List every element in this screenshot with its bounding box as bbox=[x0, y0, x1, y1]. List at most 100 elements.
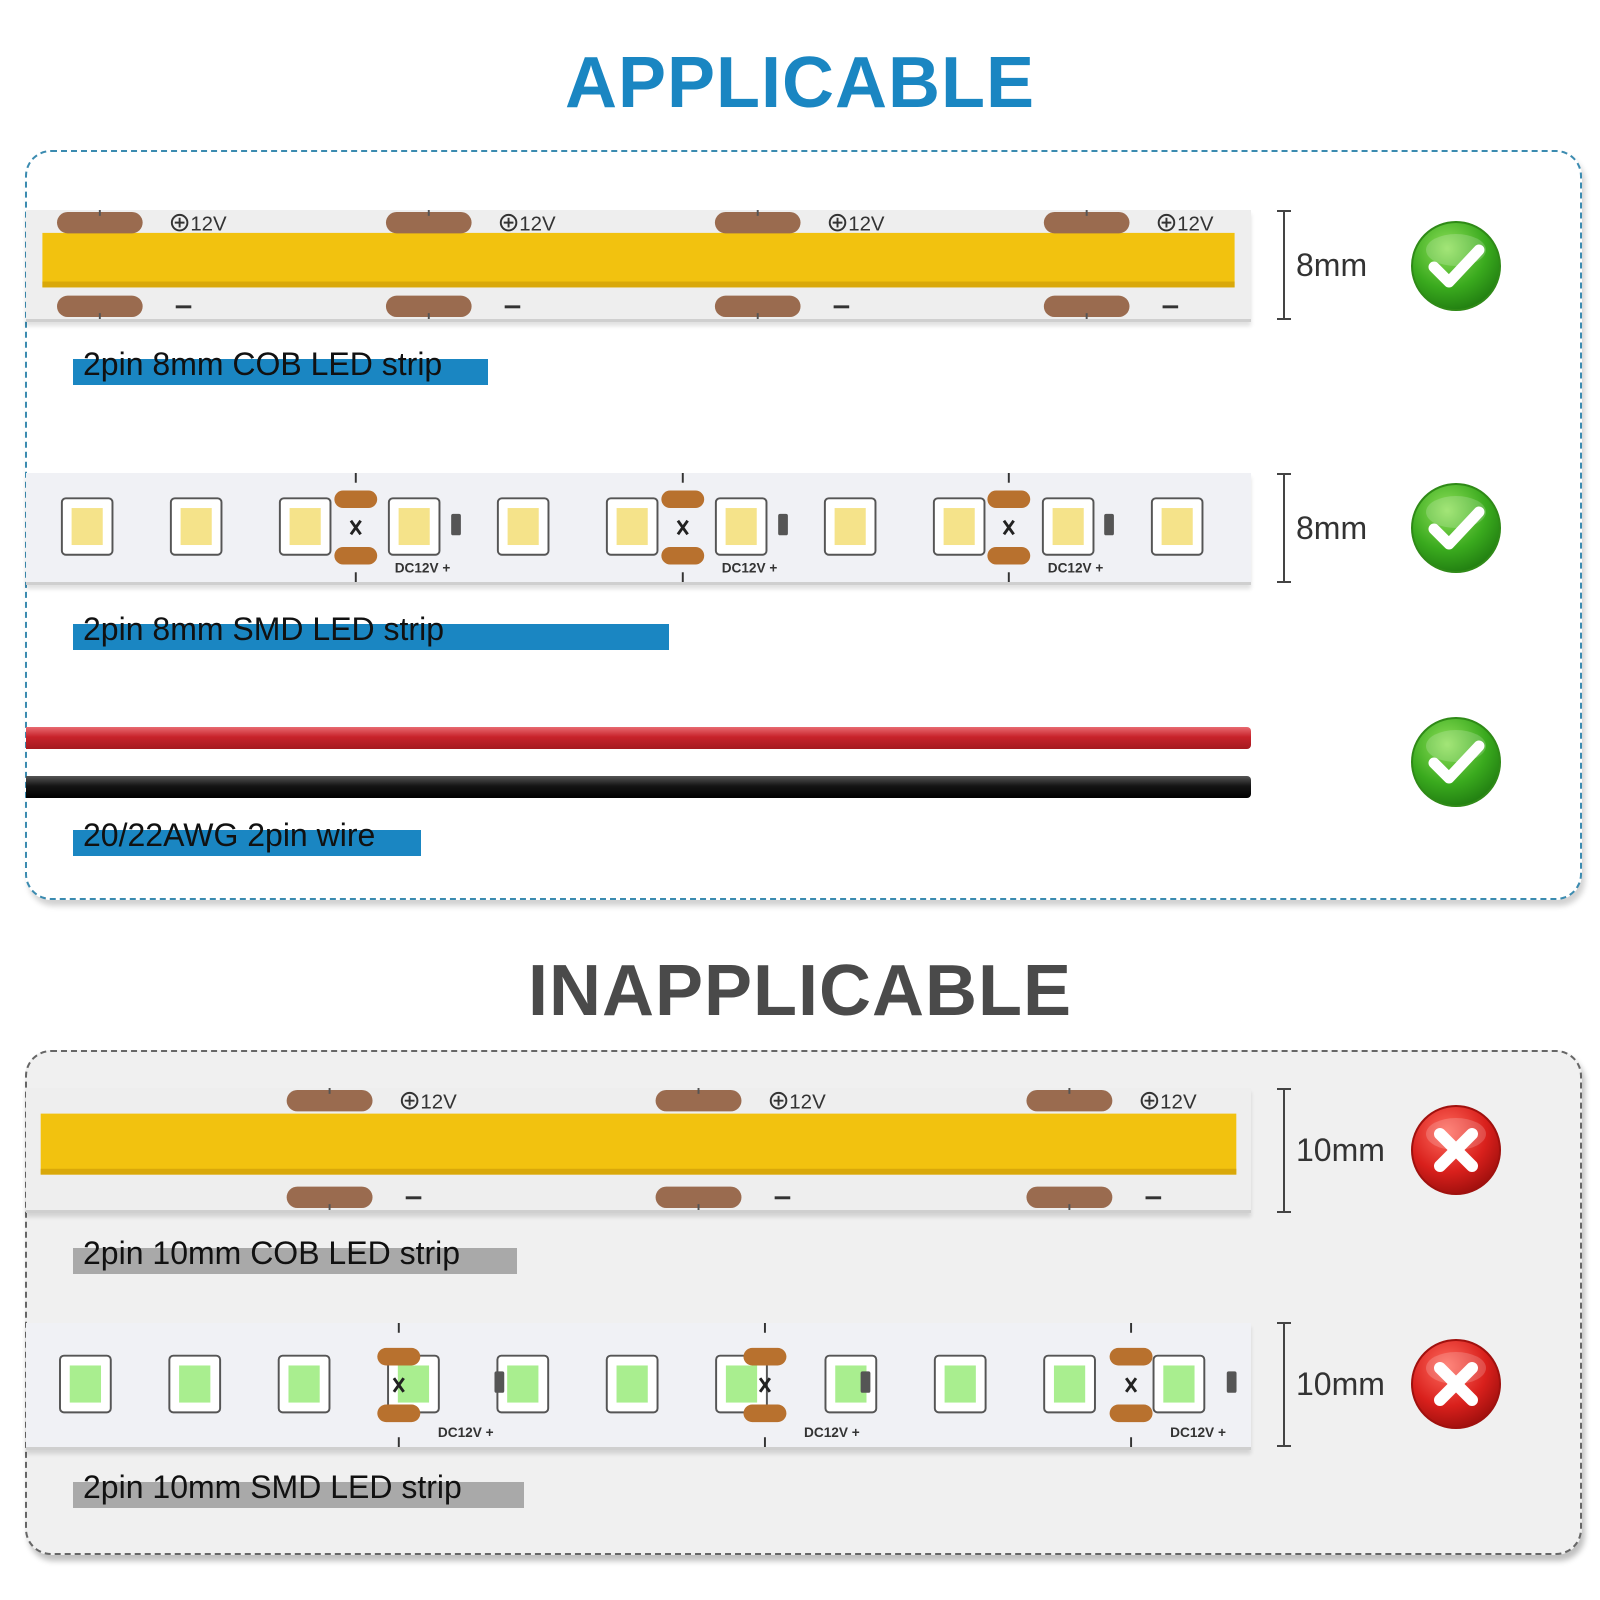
minus-icon bbox=[774, 1196, 791, 1200]
polarity-mark: 12V bbox=[170, 213, 227, 309]
led-chip bbox=[725, 1365, 758, 1403]
led-chip bbox=[289, 508, 321, 546]
cross-icon bbox=[1410, 1338, 1502, 1430]
voltage-marking: DC12V + bbox=[395, 560, 451, 575]
copper-pad bbox=[714, 295, 801, 318]
copper-pad bbox=[1026, 1186, 1113, 1209]
cob-10mm-strip: 12V 12V 12V bbox=[26, 1088, 1251, 1213]
copper-pad bbox=[1043, 211, 1130, 234]
copper-pad bbox=[1043, 295, 1130, 318]
minus-icon bbox=[504, 305, 521, 309]
scissor-icon bbox=[392, 1377, 405, 1393]
dimension-bracket bbox=[1277, 1088, 1297, 1213]
check-icon bbox=[1410, 716, 1502, 808]
width-label: 10mm bbox=[1296, 1132, 1385, 1168]
smd-10mm-strip: DC12V +DC12V +DC12V + bbox=[26, 1323, 1251, 1450]
plus-icon bbox=[174, 217, 185, 228]
cob-8mm-strip: 12V 12V 12V 12V bbox=[26, 210, 1251, 322]
voltage-marking: 12V bbox=[1177, 213, 1214, 235]
check-icon bbox=[1410, 220, 1502, 312]
plus-icon bbox=[828, 213, 847, 232]
cross-icon bbox=[1410, 1104, 1502, 1196]
plus-icon bbox=[773, 1095, 784, 1106]
voltage-marking: 12V bbox=[420, 1090, 457, 1113]
scissor-icon bbox=[1125, 1377, 1138, 1393]
check-icon bbox=[1410, 482, 1502, 574]
copper-pad bbox=[661, 546, 705, 565]
cob-light-band bbox=[40, 1168, 1237, 1175]
dimension-bracket bbox=[1277, 1322, 1297, 1447]
led-chip bbox=[69, 1365, 102, 1403]
plus-icon bbox=[404, 1095, 415, 1106]
plus-icon bbox=[400, 1091, 419, 1110]
copper-pad bbox=[286, 1186, 373, 1209]
resistor bbox=[451, 513, 461, 536]
led-chip bbox=[398, 508, 430, 546]
copper-pad bbox=[385, 295, 472, 318]
voltage-marking: 12V bbox=[789, 1090, 826, 1113]
voltage-marking: DC12V + bbox=[438, 1425, 494, 1440]
plus-icon bbox=[503, 217, 514, 228]
voltage-marking: DC12V + bbox=[804, 1425, 860, 1440]
cob-light-band bbox=[42, 281, 1235, 288]
scissor-icon bbox=[1002, 519, 1015, 536]
copper-pad bbox=[987, 546, 1031, 565]
led-chip bbox=[507, 1365, 539, 1403]
copper-pad bbox=[1109, 1347, 1153, 1366]
led-chip bbox=[616, 508, 648, 546]
copper-pad bbox=[1026, 1089, 1113, 1112]
black-wire bbox=[26, 776, 1251, 798]
copper-pad bbox=[987, 490, 1031, 509]
dimension-bracket bbox=[1277, 473, 1297, 583]
copper-pad bbox=[334, 546, 378, 565]
led-chip bbox=[507, 508, 539, 546]
width-label: 8mm bbox=[1296, 510, 1368, 546]
copper-pad bbox=[385, 211, 472, 234]
minus-icon bbox=[1162, 305, 1179, 309]
led-chip bbox=[725, 508, 757, 546]
voltage-marking: DC12V + bbox=[722, 560, 778, 575]
led-chip bbox=[834, 508, 866, 546]
width-label: 8mm bbox=[1296, 247, 1368, 283]
led-chip bbox=[288, 1365, 320, 1403]
copper-pad bbox=[661, 490, 705, 509]
copper-pad bbox=[57, 295, 143, 318]
copper-pad bbox=[1109, 1404, 1153, 1423]
plus-icon bbox=[499, 213, 518, 232]
plus-icon bbox=[1161, 217, 1172, 228]
plus-icon bbox=[769, 1091, 788, 1110]
copper-pad bbox=[714, 211, 801, 234]
red-wire bbox=[26, 727, 1251, 749]
led-chip bbox=[1163, 1365, 1195, 1403]
voltage-marking: 12V bbox=[1160, 1090, 1197, 1113]
scissor-icon bbox=[676, 519, 689, 536]
voltage-marking: DC12V + bbox=[1048, 560, 1104, 575]
led-chip bbox=[179, 1365, 211, 1403]
copper-pad bbox=[743, 1404, 787, 1423]
copper-pad bbox=[377, 1347, 421, 1366]
width-label: 10mm bbox=[1296, 1366, 1385, 1402]
copper-pad bbox=[655, 1089, 742, 1112]
resistor bbox=[494, 1371, 505, 1393]
inapplicable-heading: INAPPLICABLE bbox=[527, 951, 1073, 1031]
voltage-marking: 12V bbox=[519, 213, 556, 235]
plus-icon bbox=[1140, 1091, 1159, 1110]
polarity-mark: 12V bbox=[828, 213, 885, 309]
polarity-mark: 12V bbox=[400, 1090, 457, 1200]
resistor bbox=[1104, 513, 1114, 536]
led-chip bbox=[943, 508, 975, 546]
led-chip bbox=[180, 508, 212, 546]
minus-icon bbox=[833, 305, 850, 309]
led-chip bbox=[616, 1365, 648, 1403]
copper-pad bbox=[286, 1089, 373, 1112]
scissor-icon bbox=[758, 1377, 772, 1393]
minus-icon bbox=[175, 305, 192, 309]
voltage-marking: 12V bbox=[190, 213, 227, 235]
plus-icon bbox=[1144, 1095, 1155, 1106]
polarity-mark: 12V bbox=[1140, 1090, 1197, 1200]
led-chip bbox=[944, 1365, 976, 1403]
voltage-marking: 12V bbox=[848, 213, 885, 235]
smd-8mm-strip: DC12V + DC12V + DC12V + bbox=[26, 473, 1251, 585]
plus-icon bbox=[170, 213, 189, 232]
applicable-heading: APPLICABLE bbox=[564, 43, 1036, 123]
